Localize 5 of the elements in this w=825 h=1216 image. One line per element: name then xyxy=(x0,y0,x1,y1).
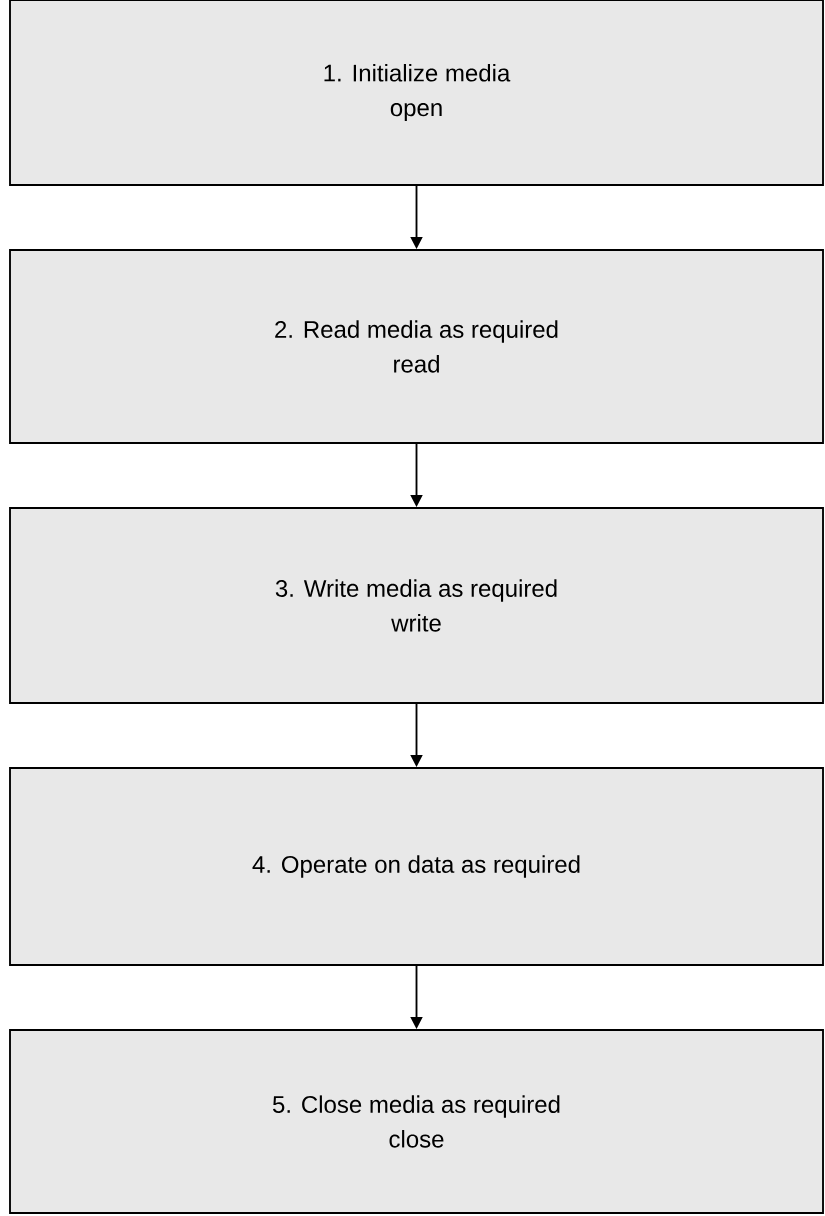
process-box: 3. Write media as required write xyxy=(9,507,824,704)
process-box: 4. Operate on data as required xyxy=(9,767,824,966)
process-box: 5. Close media as required close xyxy=(9,1029,824,1214)
process-box: 1. Initialize media open xyxy=(9,0,824,186)
process-box: 2. Read media as required read xyxy=(9,249,824,444)
